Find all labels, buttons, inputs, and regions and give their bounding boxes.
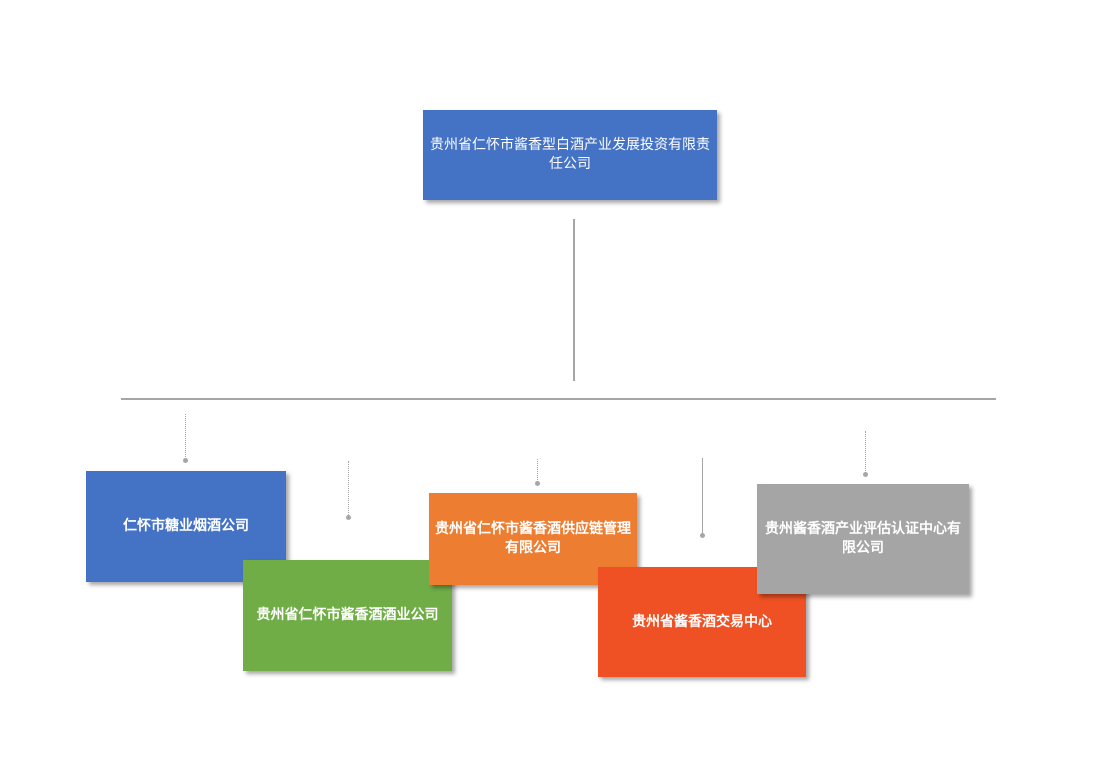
child-label-4: 贵州省酱香酒交易中心 [632, 613, 772, 630]
root-node[interactable]: 贵州省仁怀市酱香型白酒产业发展投资有限责任公司 [423, 110, 717, 200]
connector-dot-3 [535, 481, 540, 486]
connector-dot-1 [183, 458, 188, 463]
connector-dot-5 [863, 472, 868, 477]
child-node-3[interactable]: 贵州省仁怀市酱香酒供应链管理有限公司 [429, 493, 637, 585]
child-label-3: 贵州省仁怀市酱香酒供应链管理有限公司 [435, 521, 631, 556]
connector-3 [537, 459, 538, 482]
child-label-1: 仁怀市糖业烟酒公司 [123, 518, 249, 534]
child-label-2: 贵州省仁怀市酱香酒酒业公司 [256, 607, 439, 623]
connector-2 [348, 461, 349, 515]
connector-5 [865, 431, 866, 473]
child-node-5[interactable]: 贵州酱香酒产业评估认证中心有限公司 [757, 484, 969, 594]
connector-1 [185, 414, 186, 459]
connector-dot-4 [700, 533, 705, 538]
child-label-5: 贵州酱香酒产业评估认证中心有限公司 [765, 521, 961, 556]
child-node-1[interactable]: 仁怀市糖业烟酒公司 [86, 471, 286, 582]
child-node-2[interactable]: 贵州省仁怀市酱香酒酒业公司 [243, 560, 452, 671]
connector-4 [702, 458, 703, 534]
root-connector [573, 219, 575, 381]
root-label: 贵州省仁怀市酱香型白酒产业发展投资有限责任公司 [430, 137, 710, 172]
connector-dot-2 [346, 515, 351, 520]
horizontal-connector [121, 398, 996, 400]
